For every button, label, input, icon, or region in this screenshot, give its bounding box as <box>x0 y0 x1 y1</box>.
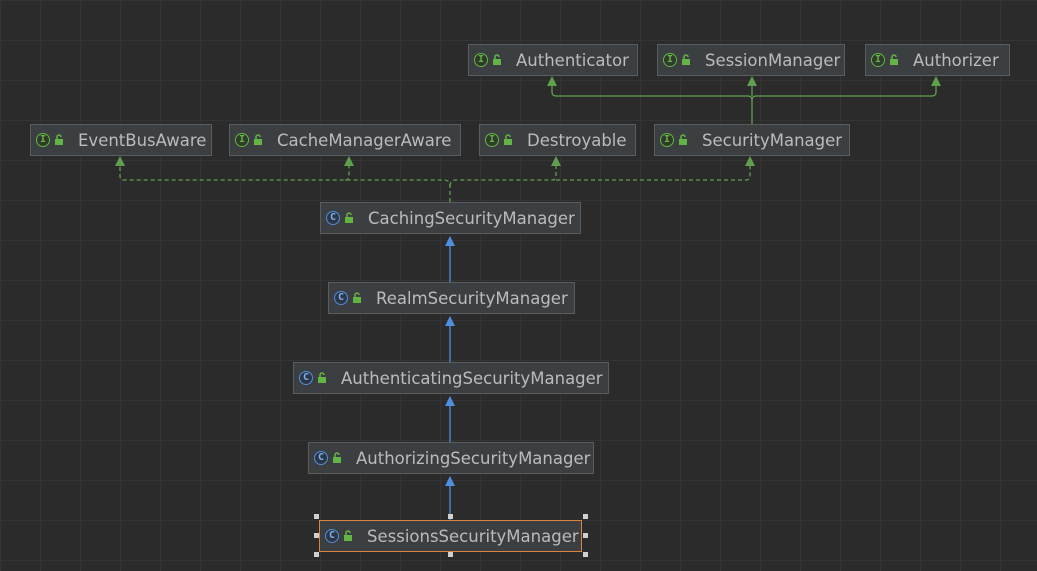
edge-line <box>556 166 751 181</box>
edge-arrowhead <box>747 76 757 86</box>
selection-handle-top-right[interactable] <box>583 514 588 519</box>
node-cache-manager-aware[interactable]: I CacheManagerAware <box>229 124 461 156</box>
selection-handle-bottom[interactable] <box>448 552 453 557</box>
node-security-manager[interactable]: I SecurityManager <box>654 124 850 156</box>
node-label: CachingSecurityManager <box>368 208 575 228</box>
lock-open-icon <box>682 54 690 65</box>
lock-open-icon <box>493 54 501 65</box>
lock-open-icon <box>333 452 341 463</box>
interface-icon: I <box>36 133 50 147</box>
edge-line <box>119 166 451 202</box>
node-label: EventBusAware <box>78 130 207 150</box>
edge-arrowhead <box>115 156 125 166</box>
class-icon: C <box>299 371 313 385</box>
class-icon: C <box>334 291 348 305</box>
node-label: RealmSecurityManager <box>376 288 568 308</box>
selection-handle-top-left[interactable] <box>314 514 319 519</box>
edge-arrowhead <box>547 76 557 86</box>
node-label: Authenticator <box>516 50 629 70</box>
edge-arrowhead <box>551 156 561 166</box>
selection-handle-bottom-left[interactable] <box>314 552 319 557</box>
node-session-manager[interactable]: I SessionManager <box>657 44 845 76</box>
node-event-bus-aware[interactable]: I EventBusAware <box>30 124 212 156</box>
edge-arrowhead <box>931 76 941 86</box>
edge-arrowhead <box>445 316 455 326</box>
class-icon: C <box>326 211 340 225</box>
lock-open-icon <box>504 134 512 145</box>
node-label: SessionManager <box>705 50 841 70</box>
node-destroyable[interactable]: I Destroyable <box>479 124 636 156</box>
edge-arrowhead <box>445 396 455 406</box>
node-label: SessionsSecurityManager <box>367 526 579 546</box>
node-label: AuthorizingSecurityManager <box>356 448 591 468</box>
edge-line <box>449 166 557 187</box>
node-authorizing-security-manager[interactable]: C AuthorizingSecurityManager <box>308 442 594 474</box>
lock-open-icon <box>890 54 898 65</box>
lock-open-icon <box>55 134 63 145</box>
interface-icon: I <box>235 133 249 147</box>
node-authorizer[interactable]: I Authorizer <box>865 44 1010 76</box>
node-label: SecurityManager <box>702 130 843 150</box>
node-caching-security-manager[interactable]: C CachingSecurityManager <box>320 202 581 234</box>
class-icon: C <box>325 529 339 543</box>
node-realm-security-manager[interactable]: C RealmSecurityManager <box>328 282 575 314</box>
edge-arrowhead <box>344 156 354 166</box>
selection-handle-left[interactable] <box>314 533 319 538</box>
node-label: AuthenticatingSecurityManager <box>341 368 603 388</box>
edge-line <box>751 86 937 101</box>
node-sessions-security-manager[interactable]: C SessionsSecurityManager <box>319 520 582 552</box>
node-label: Destroyable <box>527 130 627 150</box>
selection-handle-right[interactable] <box>583 533 588 538</box>
interface-icon: I <box>485 133 499 147</box>
node-authenticator[interactable]: I Authenticator <box>468 44 638 76</box>
interface-icon: I <box>871 53 885 67</box>
lock-open-icon <box>345 212 353 223</box>
lock-open-icon <box>344 530 352 541</box>
lock-open-icon <box>679 134 687 145</box>
edge-arrowhead <box>745 156 755 166</box>
selection-handle-bottom-right[interactable] <box>583 552 588 557</box>
class-icon: C <box>314 451 328 465</box>
edge-line <box>344 166 350 181</box>
edge-arrowhead <box>445 236 455 246</box>
node-label: Authorizer <box>913 50 999 70</box>
interface-icon: I <box>474 53 488 67</box>
interface-icon: I <box>660 133 674 147</box>
lock-open-icon <box>353 292 361 303</box>
selection-handle-top[interactable] <box>448 514 453 519</box>
lock-open-icon <box>254 134 262 145</box>
interface-icon: I <box>663 53 677 67</box>
edge-arrowhead <box>445 476 455 486</box>
node-authenticating-security-manager[interactable]: C AuthenticatingSecurityManager <box>293 362 609 394</box>
node-label: CacheManagerAware <box>277 130 452 150</box>
lock-open-icon <box>318 372 326 383</box>
edge-line <box>551 86 753 124</box>
